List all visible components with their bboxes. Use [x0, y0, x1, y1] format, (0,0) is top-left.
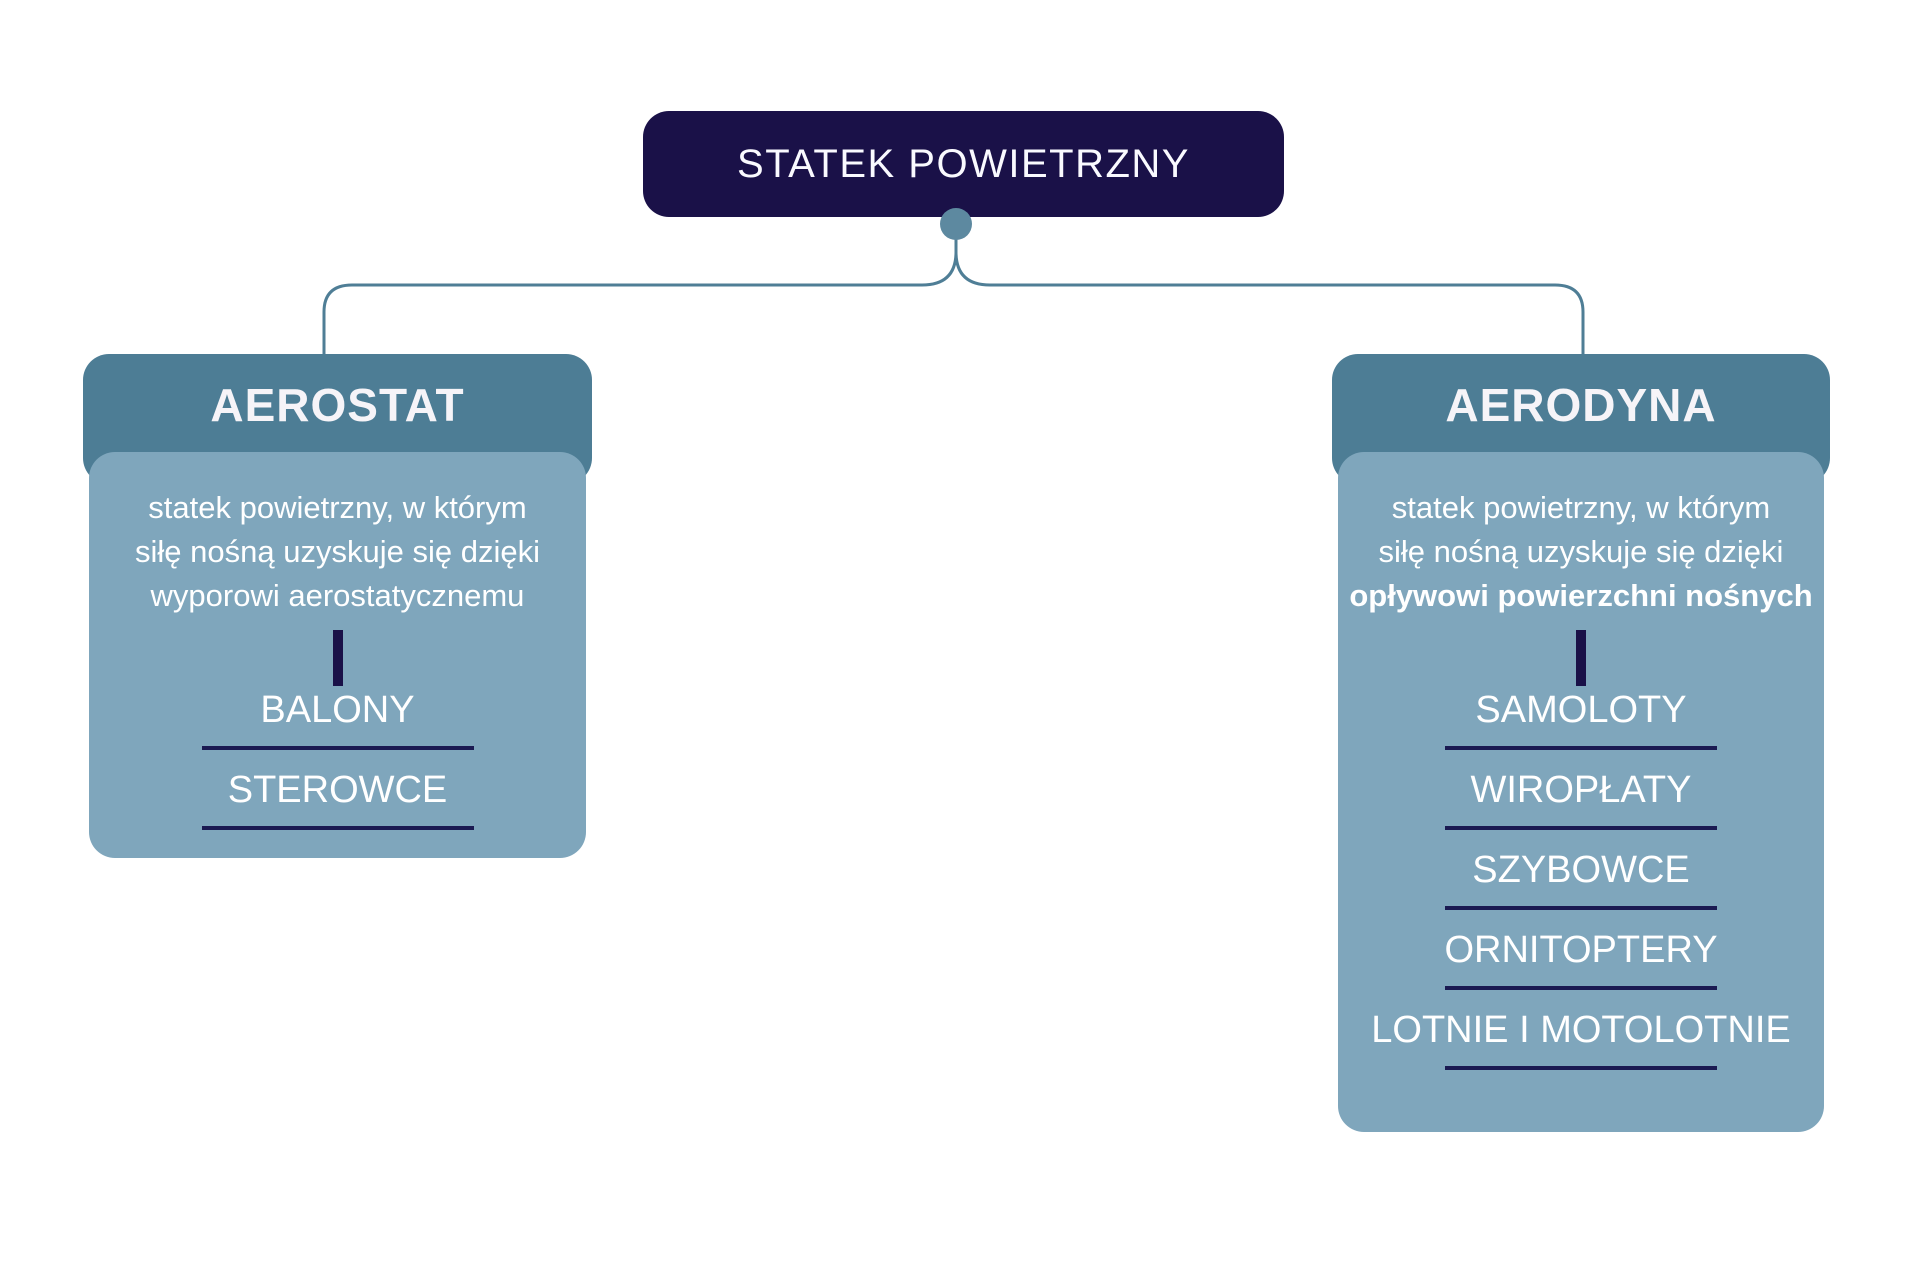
item-underline [201, 746, 474, 750]
root-node-label: STATEK POWIETRZNY [737, 141, 1190, 186]
description-line: siłę nośną uzyskuje się dzięki [1378, 534, 1784, 569]
aerodyna-card-body: statek powietrzny, w którym siłę nośną u… [1338, 452, 1824, 1132]
description-line: wyporowi aerostatycznemu [150, 578, 525, 613]
aerodyna-description: statek powietrzny, w którym siłę nośną u… [1349, 486, 1812, 618]
item-underline [1445, 1066, 1717, 1070]
list-item: STEROWCE [201, 766, 474, 830]
list-item: ORNITOPTERY [1444, 926, 1718, 990]
list-item-label: WIROPŁATY [1470, 769, 1692, 811]
list-item-label: BALONY [260, 689, 415, 731]
list-item-label: ORNITOPTERY [1444, 929, 1718, 971]
connector-right-branch [954, 236, 1585, 355]
list-item-label: SZYBOWCE [1472, 849, 1690, 891]
aerodyna-title: AERODYNA [1445, 379, 1717, 431]
aerostat-description: statek powietrzny, w którym siłę nośną u… [135, 486, 540, 618]
description-line: statek powietrzny, w którym [148, 490, 527, 525]
root-node: STATEK POWIETRZNY [643, 111, 1284, 217]
list-item: LOTNIE I MOTOLOTNIE [1371, 1006, 1791, 1070]
aerostat-item-list: BALONY STEROWCE [201, 686, 474, 830]
description-line: statek powietrzny, w którym [1391, 490, 1771, 525]
item-underline [1445, 826, 1717, 830]
list-item: SAMOLOTY [1445, 686, 1717, 750]
description-line-bold: opływowi powierzchni nośnych [1349, 578, 1813, 613]
item-underline [1445, 906, 1717, 910]
aerostat-card-body: statek powietrzny, w którym siłę nośną u… [89, 452, 586, 858]
vertical-divider [332, 630, 343, 686]
list-item: SZYBOWCE [1445, 846, 1717, 910]
list-item: BALONY [201, 686, 474, 750]
list-item: WIROPŁATY [1445, 766, 1717, 830]
list-item-label: STEROWCE [227, 769, 448, 811]
list-item-label: LOTNIE I MOTOLOTNIE [1371, 1009, 1791, 1051]
root-node-dot [940, 208, 972, 240]
connector-left-branch [322, 236, 958, 355]
item-underline [201, 826, 474, 830]
item-underline [1445, 986, 1717, 990]
vertical-divider [1576, 630, 1586, 686]
item-underline [1445, 746, 1717, 750]
list-item-label: SAMOLOTY [1475, 689, 1687, 731]
aerodyna-item-list: SAMOLOTY WIROPŁATY SZYBOWCE ORNITOPTERY … [1371, 686, 1791, 1070]
description-line: siłę nośną uzyskuje się dzięki [135, 534, 540, 569]
aerostat-title: AEROSTAT [210, 379, 465, 431]
